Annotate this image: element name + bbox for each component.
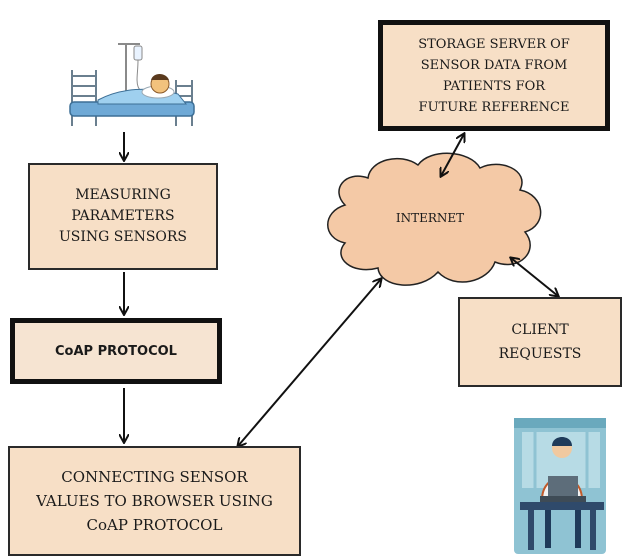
- patient-in-hospital-bed-icon: [69, 43, 195, 126]
- storage-server-box: STORAGE SERVER OF SENSOR DATA FROM PATIE…: [378, 20, 610, 131]
- coap-protocol-box: CoAP PROTOCOL: [10, 318, 222, 384]
- arrow-internet-storage: [441, 134, 464, 176]
- internet-label: INTERNET: [395, 211, 465, 225]
- person-at-laptop-icon: [514, 418, 606, 554]
- storage-server-label: STORAGE SERVER OF SENSOR DATA FROM PATIE…: [418, 36, 570, 115]
- arrow-connecting-internet: [238, 279, 381, 446]
- client-requests-label: CLIENT REQUESTS: [498, 322, 582, 362]
- measuring-parameters-box: MEASURING PARAMETERS USING SENSORS: [28, 163, 218, 270]
- coap-protocol-label: CoAP PROTOCOL: [55, 343, 177, 359]
- client-requests-box: CLIENT REQUESTS: [458, 297, 622, 387]
- arrow-internet-client: [511, 258, 558, 296]
- connecting-sensor-values-label: CONNECTING SENSOR VALUES TO BROWSER USIN…: [36, 468, 273, 534]
- connecting-sensor-values-box: CONNECTING SENSOR VALUES TO BROWSER USIN…: [8, 446, 301, 556]
- measuring-parameters-label: MEASURING PARAMETERS USING SENSORS: [58, 187, 188, 245]
- internet-cloud: [327, 152, 542, 286]
